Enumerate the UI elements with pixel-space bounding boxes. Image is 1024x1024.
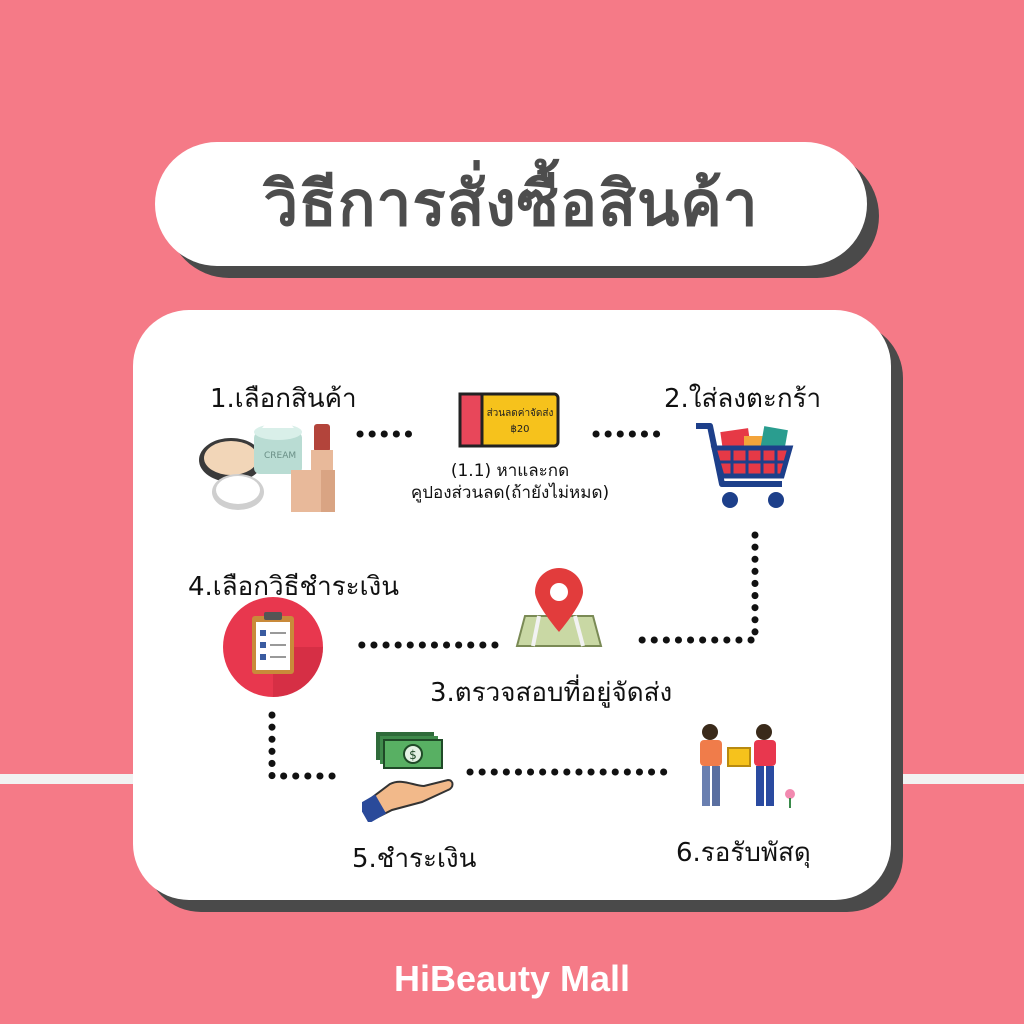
cream-jar-text: CREAM [264,451,296,461]
brand-footer: HiBeauty Mall [393,958,631,999]
step-3-label: 3.ตรวจสอบที่อยู่จัดส่ง [430,678,673,708]
cosmetics-icon: CREAM [199,418,335,512]
title-banner: วิธีการสั่งซื้อสินค้า [155,142,867,266]
map-pin-icon [515,568,603,647]
connector-2-to-3 [628,531,759,644]
delivery-icon [700,724,795,808]
step-6-label: 6.รอรับพัสดุ [676,838,811,868]
step-5-label: 5.ชำระเงิน [352,844,477,874]
step-1-1-line1: (1.1) หาและกด [450,461,570,481]
coupon-value: ฿20 [510,424,529,435]
step-1-label: 1.เลือกสินค้า [210,384,357,414]
coupon-icon: ส่วนลดค่าจัดส่ง ฿20 [458,392,560,448]
step-4-label: 4.เลือกวิธีชำระเงิน [188,572,399,602]
page-title: วิธีการสั่งซื้อสินค้า [263,167,759,240]
step-2-label: 2.ใส่ลงตะกร้า [664,384,822,414]
step-1-1-line2: คูปองส่วนลด(ถ้ายังไม่หมด) [410,483,610,503]
step-1-1-label: (1.1) หาและกด คูปองส่วนลด(ถ้ายังไม่หมด) [400,460,620,504]
connector-4-to-5 [268,711,339,780]
money-symbol: $ [409,748,417,762]
money-hand-icon: $ [362,732,454,822]
shopping-cart-icon [696,423,794,508]
coupon-text: ส่วนลดค่าจัดส่ง [487,408,554,419]
checklist-icon [223,597,323,697]
